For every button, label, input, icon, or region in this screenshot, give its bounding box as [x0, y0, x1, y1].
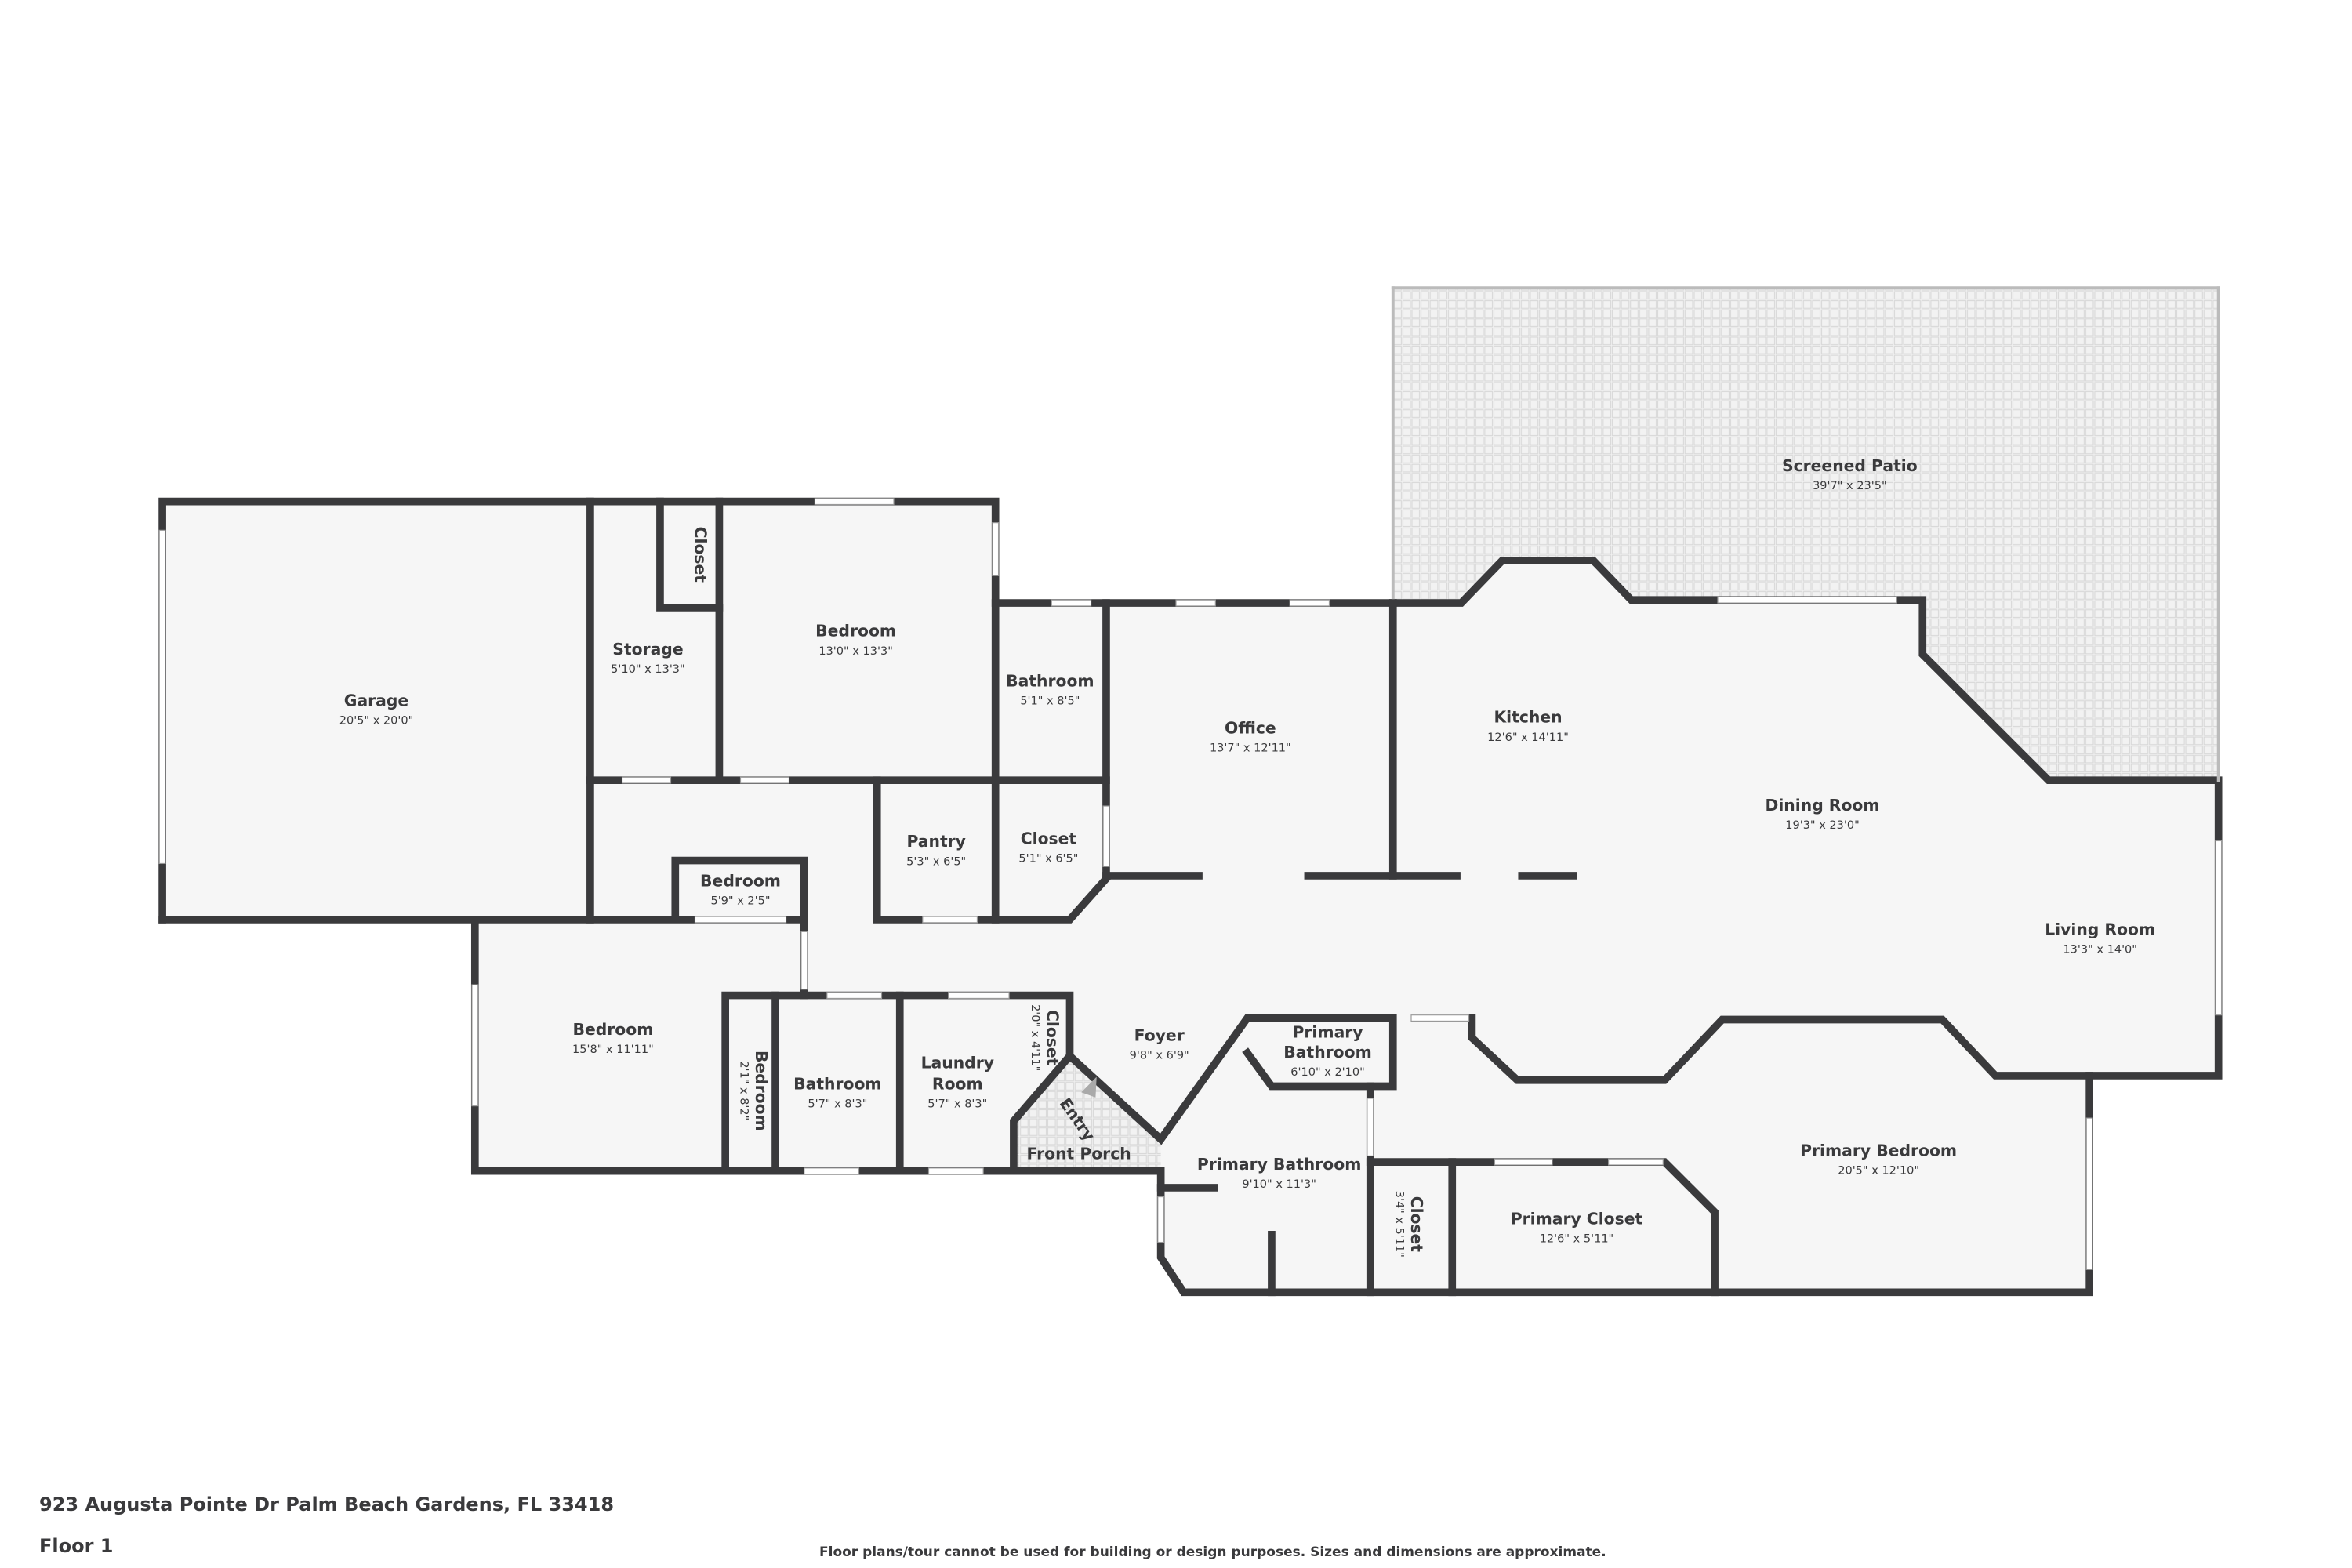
svg-text:5'10" x 13'3": 5'10" x 13'3"	[611, 663, 685, 676]
svg-text:Foyer: Foyer	[1134, 1026, 1185, 1045]
room-primary-closet: Primary Closet 12'6" x 5'11"	[1511, 1209, 1643, 1245]
svg-text:Bedroom: Bedroom	[572, 1020, 653, 1039]
svg-text:2'0" x 4'11": 2'0" x 4'11"	[1029, 1004, 1041, 1071]
room-pantry: Pantry 5'3" x 6'5"	[906, 832, 966, 868]
svg-text:5'7" x 8'3": 5'7" x 8'3"	[808, 1098, 867, 1111]
svg-text:Primary Bathroom: Primary Bathroom	[1197, 1155, 1362, 1174]
room-primary-bathroom: Primary Bathroom 9'10" x 11'3"	[1197, 1155, 1362, 1191]
svg-text:19'3" x 23'0": 19'3" x 23'0"	[1785, 819, 1860, 832]
room-foyer: Foyer 9'8" x 6'9"	[1130, 1026, 1189, 1062]
room-front-porch: Front Porch	[1027, 1144, 1131, 1163]
svg-text:3'4" x 5'11": 3'4" x 5'11"	[1393, 1191, 1406, 1258]
svg-text:Room: Room	[932, 1074, 983, 1093]
room-primary-bedroom: Primary Bedroom 20'5" x 12'10"	[1800, 1141, 1957, 1177]
room-office: Office 13'7" x 12'11"	[1210, 718, 1291, 754]
svg-text:Living Room: Living Room	[2045, 920, 2155, 938]
room-storage: Storage 5'10" x 13'3"	[611, 640, 685, 676]
svg-text:Closet: Closet	[1407, 1196, 1426, 1253]
svg-text:13'7" x 12'11": 13'7" x 12'11"	[1210, 742, 1291, 754]
floor-label: Floor 1	[39, 1535, 114, 1557]
room-garage: Garage 20'5" x 20'0"	[339, 691, 414, 727]
svg-text:Laundry: Laundry	[921, 1053, 994, 1072]
room-closet-storage: Closet	[691, 527, 710, 583]
windows	[158, 498, 2223, 1270]
room-closet-hall: Closet 5'1" x 6'5"	[1018, 829, 1078, 865]
disclaimer: Floor plans/tour cannot be used for buil…	[819, 1544, 1606, 1560]
svg-text:20'5" x 12'10": 20'5" x 12'10"	[1838, 1165, 1919, 1178]
room-screened-patio: Screened Patio 39'7" x 23'5"	[1782, 456, 1918, 492]
room-dining: Dining Room 19'3" x 23'0"	[1765, 796, 1879, 832]
svg-text:Storage: Storage	[612, 640, 683, 659]
svg-text:Front Porch: Front Porch	[1027, 1144, 1131, 1163]
svg-text:20'5" x 20'0": 20'5" x 20'0"	[339, 715, 414, 728]
svg-text:Dining Room: Dining Room	[1765, 796, 1879, 815]
svg-text:5'7" x 8'3": 5'7" x 8'3"	[927, 1098, 987, 1111]
svg-text:Pantry: Pantry	[906, 832, 965, 851]
svg-text:Closet: Closet	[1043, 1010, 1062, 1066]
room-living: Living Room 13'3" x 14'0"	[2045, 920, 2155, 956]
svg-text:Bathroom: Bathroom	[1006, 671, 1094, 690]
svg-text:39'7" x 23'5": 39'7" x 23'5"	[1813, 480, 1887, 492]
svg-text:Primary: Primary	[1293, 1023, 1363, 1042]
svg-text:Closet: Closet	[691, 527, 710, 583]
room-bathroom-3: Bathroom 5'7" x 8'3"	[793, 1074, 881, 1110]
svg-text:2'1" x 8'2": 2'1" x 8'2"	[738, 1061, 750, 1120]
room-bedroom-2: Bedroom 13'0" x 13'3"	[815, 622, 896, 658]
svg-text:13'3" x 14'0": 13'3" x 14'0"	[2063, 943, 2137, 956]
svg-text:5'1" x 8'5": 5'1" x 8'5"	[1020, 695, 1080, 708]
svg-text:Bathroom: Bathroom	[793, 1074, 881, 1093]
svg-text:Primary Closet: Primary Closet	[1511, 1209, 1643, 1228]
svg-text:Garage: Garage	[344, 691, 408, 710]
svg-text:9'8" x 6'9": 9'8" x 6'9"	[1130, 1050, 1189, 1062]
svg-text:Bedroom: Bedroom	[815, 622, 896, 641]
front-porch-floor	[1013, 1055, 1161, 1171]
svg-text:Bedroom: Bedroom	[700, 871, 781, 890]
svg-text:Closet: Closet	[1021, 829, 1077, 848]
svg-text:Screened Patio: Screened Patio	[1782, 456, 1918, 475]
room-labels: Screened Patio 39'7" x 23'5" Garage 20'5" …	[339, 456, 2155, 1258]
svg-text:13'0" x 13'3": 13'0" x 13'3"	[818, 645, 893, 658]
svg-text:12'6" x 14'11": 12'6" x 14'11"	[1487, 731, 1569, 744]
svg-text:Bathroom: Bathroom	[1283, 1043, 1371, 1062]
entry-arrow-icon	[1081, 1076, 1097, 1098]
room-bedroom-3: Bedroom 15'8" x 11'11"	[572, 1020, 654, 1056]
patio-floor	[1392, 288, 2219, 781]
svg-text:15'8" x 11'11": 15'8" x 11'11"	[572, 1044, 654, 1056]
svg-text:5'1" x 6'5": 5'1" x 6'5"	[1018, 853, 1078, 866]
svg-text:12'6" x 5'11": 12'6" x 5'11"	[1540, 1233, 1614, 1246]
room-bedroom-small: Bedroom 5'9" x 2'5"	[700, 871, 781, 907]
room-kitchen: Kitchen 12'6" x 14'11"	[1487, 708, 1569, 744]
room-bathroom-2: Bathroom 5'1" x 8'5"	[1006, 671, 1094, 707]
svg-text:Primary Bedroom: Primary Bedroom	[1800, 1141, 1957, 1160]
svg-text:5'9" x 2'5": 5'9" x 2'5"	[710, 895, 770, 908]
svg-text:Kitchen: Kitchen	[1494, 708, 1562, 727]
svg-text:Office: Office	[1225, 718, 1276, 737]
address-label: 923 Augusta Pointe Dr Palm Beach Gardens…	[39, 1494, 615, 1515]
svg-text:9'10" x 11'3": 9'10" x 11'3"	[1242, 1178, 1316, 1191]
svg-text:5'3" x 6'5": 5'3" x 6'5"	[906, 855, 966, 868]
svg-text:6'10" x 2'10": 6'10" x 2'10"	[1290, 1066, 1365, 1079]
svg-text:Bedroom: Bedroom	[752, 1051, 771, 1131]
